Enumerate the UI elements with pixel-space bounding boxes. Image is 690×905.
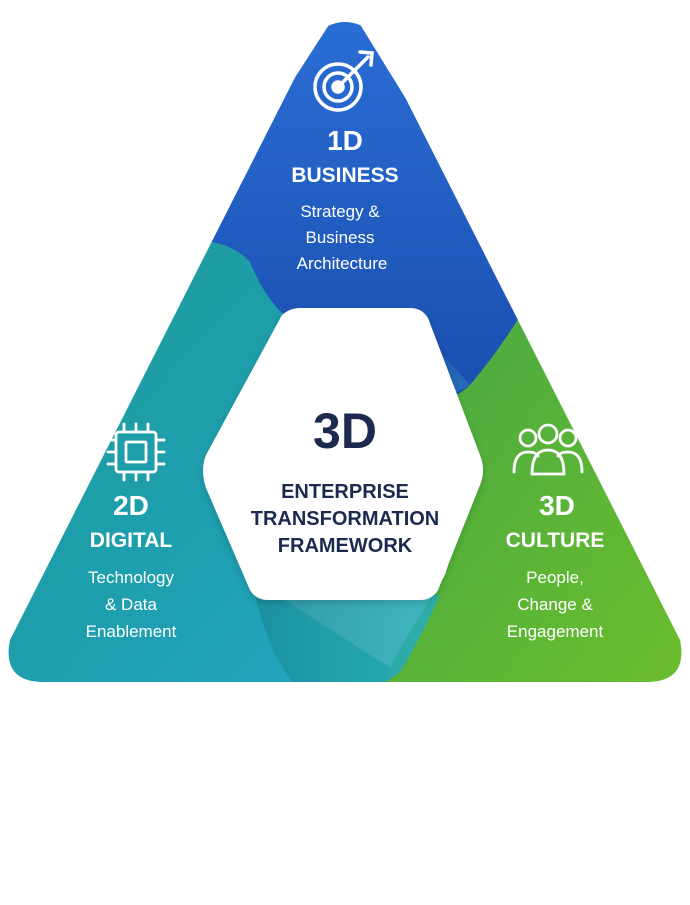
- culture-number: 3D: [539, 490, 575, 521]
- business-title: BUSINESS: [291, 164, 398, 187]
- business-desc-3: Architecture: [297, 254, 388, 273]
- digital-title: DIGITAL: [90, 529, 173, 552]
- digital-desc-1: Technology: [88, 568, 175, 587]
- digital-number: 2D: [113, 490, 149, 521]
- center-line-2: TRANSFORMATION: [251, 508, 440, 530]
- business-number: 1D: [327, 125, 363, 156]
- people-group-icon: [512, 423, 584, 476]
- culture-desc-1: People,: [526, 568, 584, 587]
- business-segment: [190, 22, 530, 397]
- digital-desc-2: & Data: [105, 595, 158, 614]
- center-line-1: ENTERPRISE: [281, 481, 409, 503]
- center-hexagon: [203, 308, 483, 600]
- microchip-icon: [106, 422, 166, 482]
- target-arrow-icon: [313, 50, 374, 112]
- culture-desc-3: Engagement: [507, 622, 604, 641]
- culture-desc-2: Change &: [517, 595, 593, 614]
- digital-fold: [255, 595, 440, 682]
- business-desc-2: Business: [306, 228, 375, 247]
- center-line-3: FRAMEWORK: [278, 535, 413, 557]
- center-number: 3D: [313, 403, 377, 459]
- digital-desc-3: Enablement: [86, 622, 177, 641]
- business-desc-1: Strategy &: [300, 202, 380, 221]
- culture-title: CULTURE: [506, 529, 605, 552]
